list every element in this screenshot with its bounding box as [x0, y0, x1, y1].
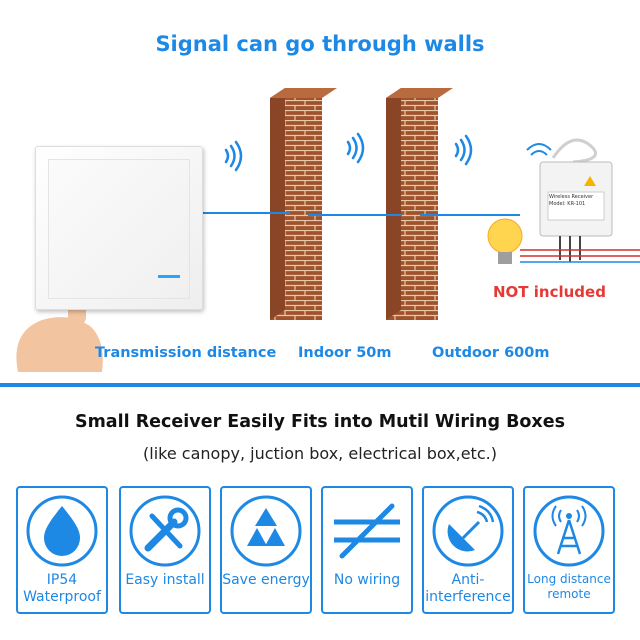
page-title: Signal can go through walls [155, 32, 485, 56]
indoor-distance-label: Indoor 50m [298, 345, 392, 361]
feature-no-wiring: No wiring [321, 486, 413, 614]
wall-switch [35, 146, 203, 310]
signal-wave-icon [346, 132, 365, 164]
satellite-dish-icon [432, 495, 504, 567]
receiver-label: Wireless Receiver Model: KR-101 [549, 194, 594, 207]
outdoor-distance-label: Outdoor 600m [432, 345, 550, 361]
switch-indicator-led [158, 275, 180, 278]
transmission-distance-label: Transmission distance [95, 345, 277, 361]
section-divider [0, 383, 640, 387]
no-wiring-icon [334, 503, 400, 559]
water-drop-icon [26, 495, 98, 567]
feature-save-energy: Save energy [220, 486, 312, 614]
feature-label: Easy install [125, 572, 205, 588]
section-heading: Small Receiver Easily Fits into Mutil Wi… [74, 412, 566, 432]
switch-rocker [48, 159, 190, 299]
signal-tower-icon [533, 495, 605, 567]
receiver-module [520, 138, 640, 263]
feature-anti-interference: Anti-interference [422, 486, 514, 614]
not-included-note: NOT included [493, 283, 606, 301]
signal-wave-icon [224, 140, 243, 172]
tools-icon [129, 495, 201, 567]
section-note: (like canopy, juction box, electrical bo… [143, 444, 497, 463]
signal-diagram [16, 88, 640, 372]
signal-wave-icon [454, 134, 473, 166]
light-bulb-icon [487, 218, 523, 264]
feature-easy-install: Easy install [119, 486, 211, 614]
feature-label: Save energy [222, 572, 310, 588]
recycle-icon [230, 495, 302, 567]
feature-label: No wiring [333, 572, 401, 588]
feature-label: Anti-interference [425, 572, 511, 605]
